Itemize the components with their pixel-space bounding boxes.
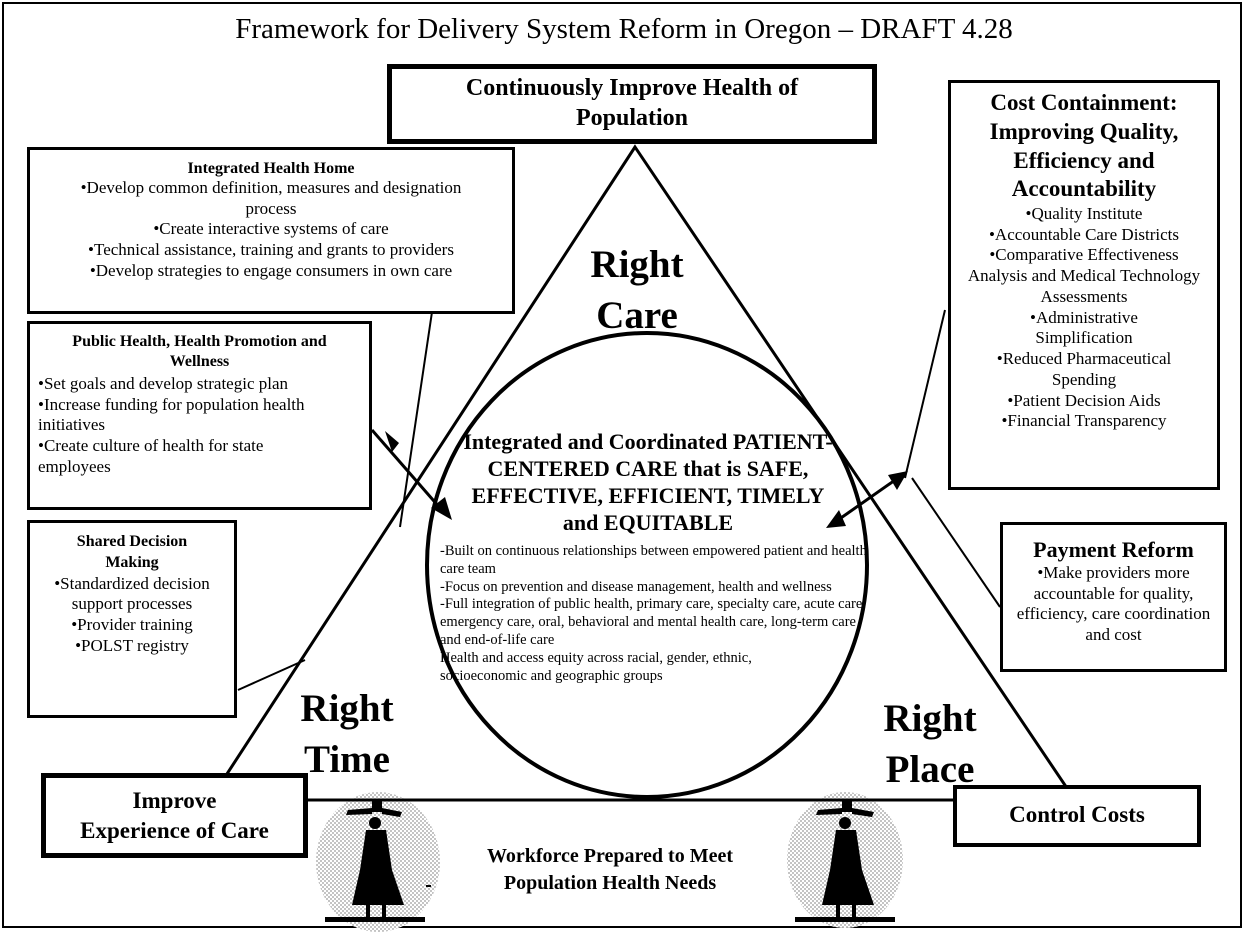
arrow-cost-containment-head-start	[826, 510, 846, 528]
center-circle	[425, 331, 869, 799]
shared-decision-title: Shared Decision Making	[76, 533, 188, 571]
right-figure	[795, 800, 895, 922]
cost-containment-item: •Accountable Care Districts	[988, 224, 1180, 244]
payment-reform-title: Payment Reform	[1033, 537, 1194, 562]
connector-shared-decision	[237, 659, 306, 691]
health-home-item: •Develop common definition, measures and…	[80, 178, 462, 218]
left-figure	[325, 800, 425, 922]
arrow-cost-containment	[837, 476, 899, 522]
public-health-item: •Increase funding for population health …	[38, 394, 305, 435]
cost-containment-item: •Patient Decision Aids	[1007, 390, 1161, 410]
center-heading: Integrated and Coordinated PATIENT-CENTE…	[463, 429, 833, 536]
payment-reform-box: Payment Reform •Make providers more acco…	[1000, 522, 1227, 672]
center-bullet: Health and access equity across racial, …	[440, 649, 752, 684]
connector-health-home	[399, 311, 433, 528]
goal-control-costs: Control Costs	[1009, 802, 1145, 827]
center-bullet: -Built on continuous relationships betwe…	[440, 543, 867, 577]
goal-population-health-box: Continuously Improve Health of Populatio…	[387, 64, 877, 144]
cost-containment-box: Cost Containment: Improving Quality, Eff…	[948, 80, 1220, 490]
shared-decision-item: •Standardized decision support processes	[54, 573, 210, 614]
goal-experience-box: Improve Experience of Care	[41, 773, 308, 858]
cost-containment-title: Cost Containment: Improving Quality, Eff…	[989, 90, 1179, 202]
cost-containment-item: •Financial Transparency	[1001, 411, 1167, 431]
center-bullet: -Focus on prevention and disease managem…	[440, 578, 832, 595]
health-home-title: Integrated Health Home	[187, 160, 355, 177]
arrow-public-health-head-end	[431, 497, 452, 520]
goal-control-costs-box: Control Costs	[953, 785, 1201, 847]
shared-decision-box: Shared Decision Making •Standardized dec…	[27, 520, 237, 718]
label-right-place: Right Place	[883, 697, 977, 791]
arrow-public-health-head-start	[385, 431, 399, 452]
small-dash	[426, 885, 431, 887]
public-health-box: Public Health, Health Promotion and Well…	[27, 321, 372, 510]
page-title: Framework for Delivery System Reform in …	[235, 13, 1013, 45]
center-bullets: -Built on continuous relationships betwe…	[440, 543, 870, 686]
label-right-time: Right Time	[300, 687, 394, 781]
main-triangle	[207, 144, 1078, 802]
shared-decision-item: •Provider training	[71, 615, 193, 635]
public-health-title: Public Health, Health Promotion and Well…	[72, 333, 327, 370]
cost-containment-item: •Administrative Simplification	[1030, 307, 1138, 348]
goal-experience: Improve Experience of Care	[80, 788, 269, 843]
public-health-item: •Create culture of health for state empl…	[38, 436, 264, 476]
health-home-box: Integrated Health Home •Develop common d…	[27, 147, 515, 314]
health-home-item: •Develop strategies to engage consumers …	[89, 260, 453, 280]
workforce-label: Workforce Prepared to Meet Population He…	[486, 845, 734, 894]
cost-containment-item: •Reduced Pharmaceutical Spending	[996, 349, 1172, 389]
health-home-item: •Create interactive systems of care	[153, 219, 389, 239]
arrow-cost-containment-head-end	[888, 471, 908, 490]
public-health-item: •Set goals and develop strategic plan	[38, 374, 289, 393]
goal-population-health: Continuously Improve Health of Populatio…	[465, 75, 799, 131]
health-home-item: •Technical assistance, training and gran…	[88, 240, 454, 260]
connector-payment-reform	[911, 477, 1001, 608]
cost-containment-item: •Quality Institute	[1025, 204, 1143, 223]
shared-decision-item: •POLST registry	[75, 635, 189, 655]
cost-containment-item: •Comparative Effectiveness Analysis and …	[967, 245, 1201, 306]
label-right-care: Right Care	[590, 243, 684, 337]
connector-cost-containment	[904, 309, 946, 479]
arrow-public-health	[370, 429, 442, 509]
center-bullet: -Full integration of public health, prim…	[440, 596, 866, 649]
payment-reform-item: •Make providers more accountable for qua…	[1016, 563, 1211, 645]
